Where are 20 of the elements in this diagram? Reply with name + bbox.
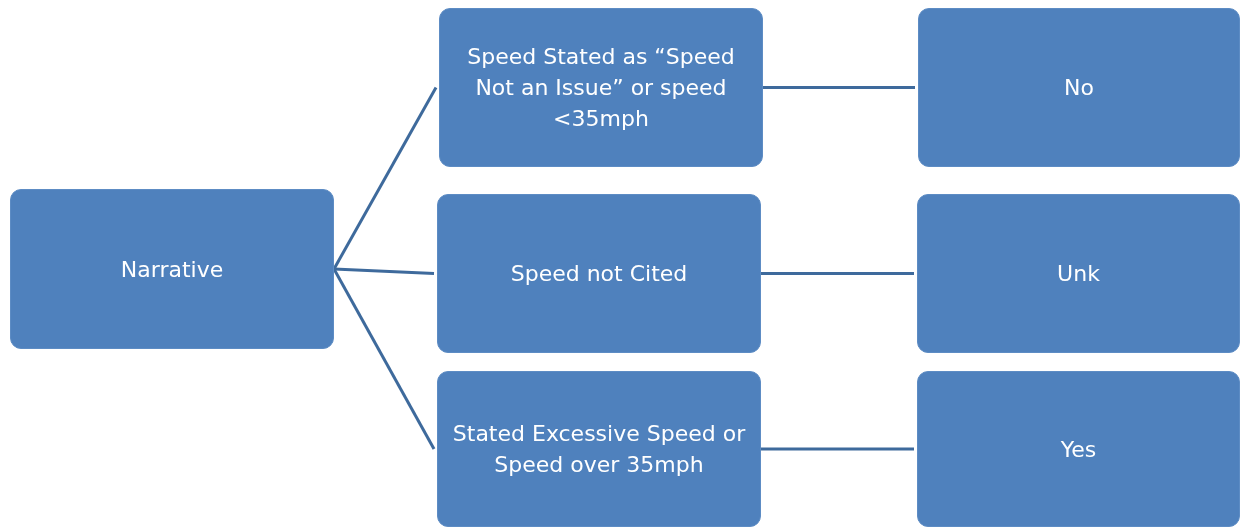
box-label: Speed Stated as “Speed Not an Issue” or speed <35mph (466, 43, 736, 133)
process-box (917, 371, 1240, 527)
process-box (437, 371, 761, 527)
process-box (439, 8, 763, 167)
box-label: Speed not Cited (510, 260, 688, 288)
connector-line (332, 86, 438, 270)
process-box (437, 194, 761, 353)
process-box (10, 189, 334, 349)
box-label: Stated Excessive Speed or Speed over 35mph (451, 420, 747, 479)
connector-line (763, 86, 915, 89)
connector-line (761, 447, 914, 451)
box-label: Narrative (120, 255, 224, 284)
connector-line (333, 267, 435, 275)
connector-line (761, 272, 914, 275)
box-label: Yes (1060, 435, 1097, 464)
connector-line (332, 268, 436, 450)
box-label: Unk (1057, 260, 1100, 288)
box-label: No (1064, 74, 1094, 102)
process-box (917, 194, 1240, 353)
process-box (918, 8, 1240, 167)
